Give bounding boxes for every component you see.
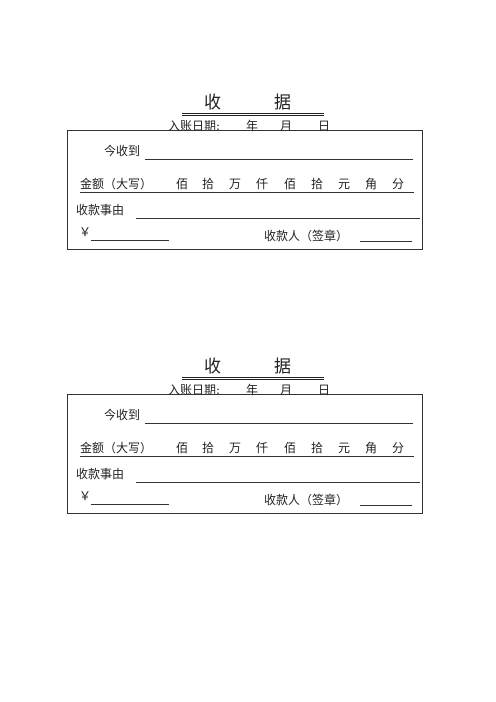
entry-date-row: 入账日期: 年 月 日 <box>168 117 338 133</box>
day-label: 日 <box>318 383 331 397</box>
receiver-signature-label: 收款人（签章） <box>264 229 349 243</box>
receipt-title: 收 据 <box>182 352 324 377</box>
payee-field[interactable] <box>145 159 413 160</box>
receipt-title: 收 据 <box>182 88 324 113</box>
receiver-signature-field[interactable] <box>360 241 412 242</box>
unit-fen: 分 <box>392 441 405 455</box>
receipt-form-box: 今收到 金额（大写） 佰 拾 万 仟 佰 拾 元 角 分 收款事由 ￥ 收款人（… <box>67 130 423 250</box>
amount-figure-field[interactable] <box>91 504 169 505</box>
title-char-left: 收 <box>204 93 222 113</box>
title-char-right: 据 <box>274 357 292 377</box>
unit-ten: 拾 <box>311 177 324 191</box>
month-label: 月 <box>280 119 293 133</box>
payment-reason-label: 收款事由 <box>76 467 125 481</box>
year-label: 年 <box>246 119 259 133</box>
yen-symbol: ￥ <box>79 489 92 503</box>
amount-figure-field[interactable] <box>91 240 169 241</box>
unit-thousand: 仟 <box>256 177 269 191</box>
receipt-form-box: 今收到 金额（大写） 佰 拾 万 仟 佰 拾 元 角 分 收款事由 ￥ 收款人（… <box>67 394 423 514</box>
receipt-2: 收 据 入账日期: 年 月 日 今收到 金额（大写） 佰 拾 万 仟 佰 拾 元… <box>0 352 496 522</box>
receipt-1: 收 据 入账日期: 年 月 日 今收到 金额（大写） 佰 拾 万 仟 佰 拾 元… <box>0 88 496 258</box>
payee-label: 今收到 <box>104 408 141 422</box>
receiver-signature-field[interactable] <box>360 505 412 506</box>
unit-hundred: 佰 <box>284 177 297 191</box>
amount-in-words-field[interactable] <box>80 192 414 193</box>
payment-reason-field[interactable] <box>136 218 420 219</box>
unit-fen: 分 <box>392 177 405 191</box>
payee-field[interactable] <box>145 423 413 424</box>
unit-hundred: 佰 <box>284 441 297 455</box>
unit-ten: 拾 <box>311 441 324 455</box>
unit-yuan: 元 <box>338 441 351 455</box>
amount-in-words-field[interactable] <box>80 456 414 457</box>
entry-date-label: 入账日期: <box>168 119 221 133</box>
amount-in-words-label: 金额（大写） <box>80 441 153 455</box>
amount-in-words-label: 金额（大写） <box>80 177 153 191</box>
payment-reason-label: 收款事由 <box>76 203 125 217</box>
unit-ten-thousand: 万 <box>229 177 242 191</box>
yen-symbol: ￥ <box>79 225 92 239</box>
title-underline <box>182 377 324 378</box>
unit-yuan: 元 <box>338 177 351 191</box>
title-underline <box>182 113 324 114</box>
title-underline-double <box>182 379 324 380</box>
unit-jiao: 角 <box>365 177 378 191</box>
title-char-right: 据 <box>274 93 292 113</box>
entry-date-row: 入账日期: 年 月 日 <box>168 381 338 397</box>
title-underline-double <box>182 115 324 116</box>
title-char-left: 收 <box>204 357 222 377</box>
day-label: 日 <box>318 119 331 133</box>
unit-hundred-thousand: 佰 <box>176 441 189 455</box>
unit-ten-thousand-tens: 拾 <box>202 441 215 455</box>
unit-thousand: 仟 <box>256 441 269 455</box>
payee-label: 今收到 <box>104 144 141 158</box>
unit-hundred-thousand: 佰 <box>176 177 189 191</box>
unit-jiao: 角 <box>365 441 378 455</box>
payment-reason-field[interactable] <box>136 482 420 483</box>
year-label: 年 <box>246 383 259 397</box>
unit-ten-thousand: 万 <box>229 441 242 455</box>
unit-ten-thousand-tens: 拾 <box>202 177 215 191</box>
entry-date-label: 入账日期: <box>168 383 221 397</box>
receiver-signature-label: 收款人（签章） <box>264 493 349 507</box>
month-label: 月 <box>280 383 293 397</box>
